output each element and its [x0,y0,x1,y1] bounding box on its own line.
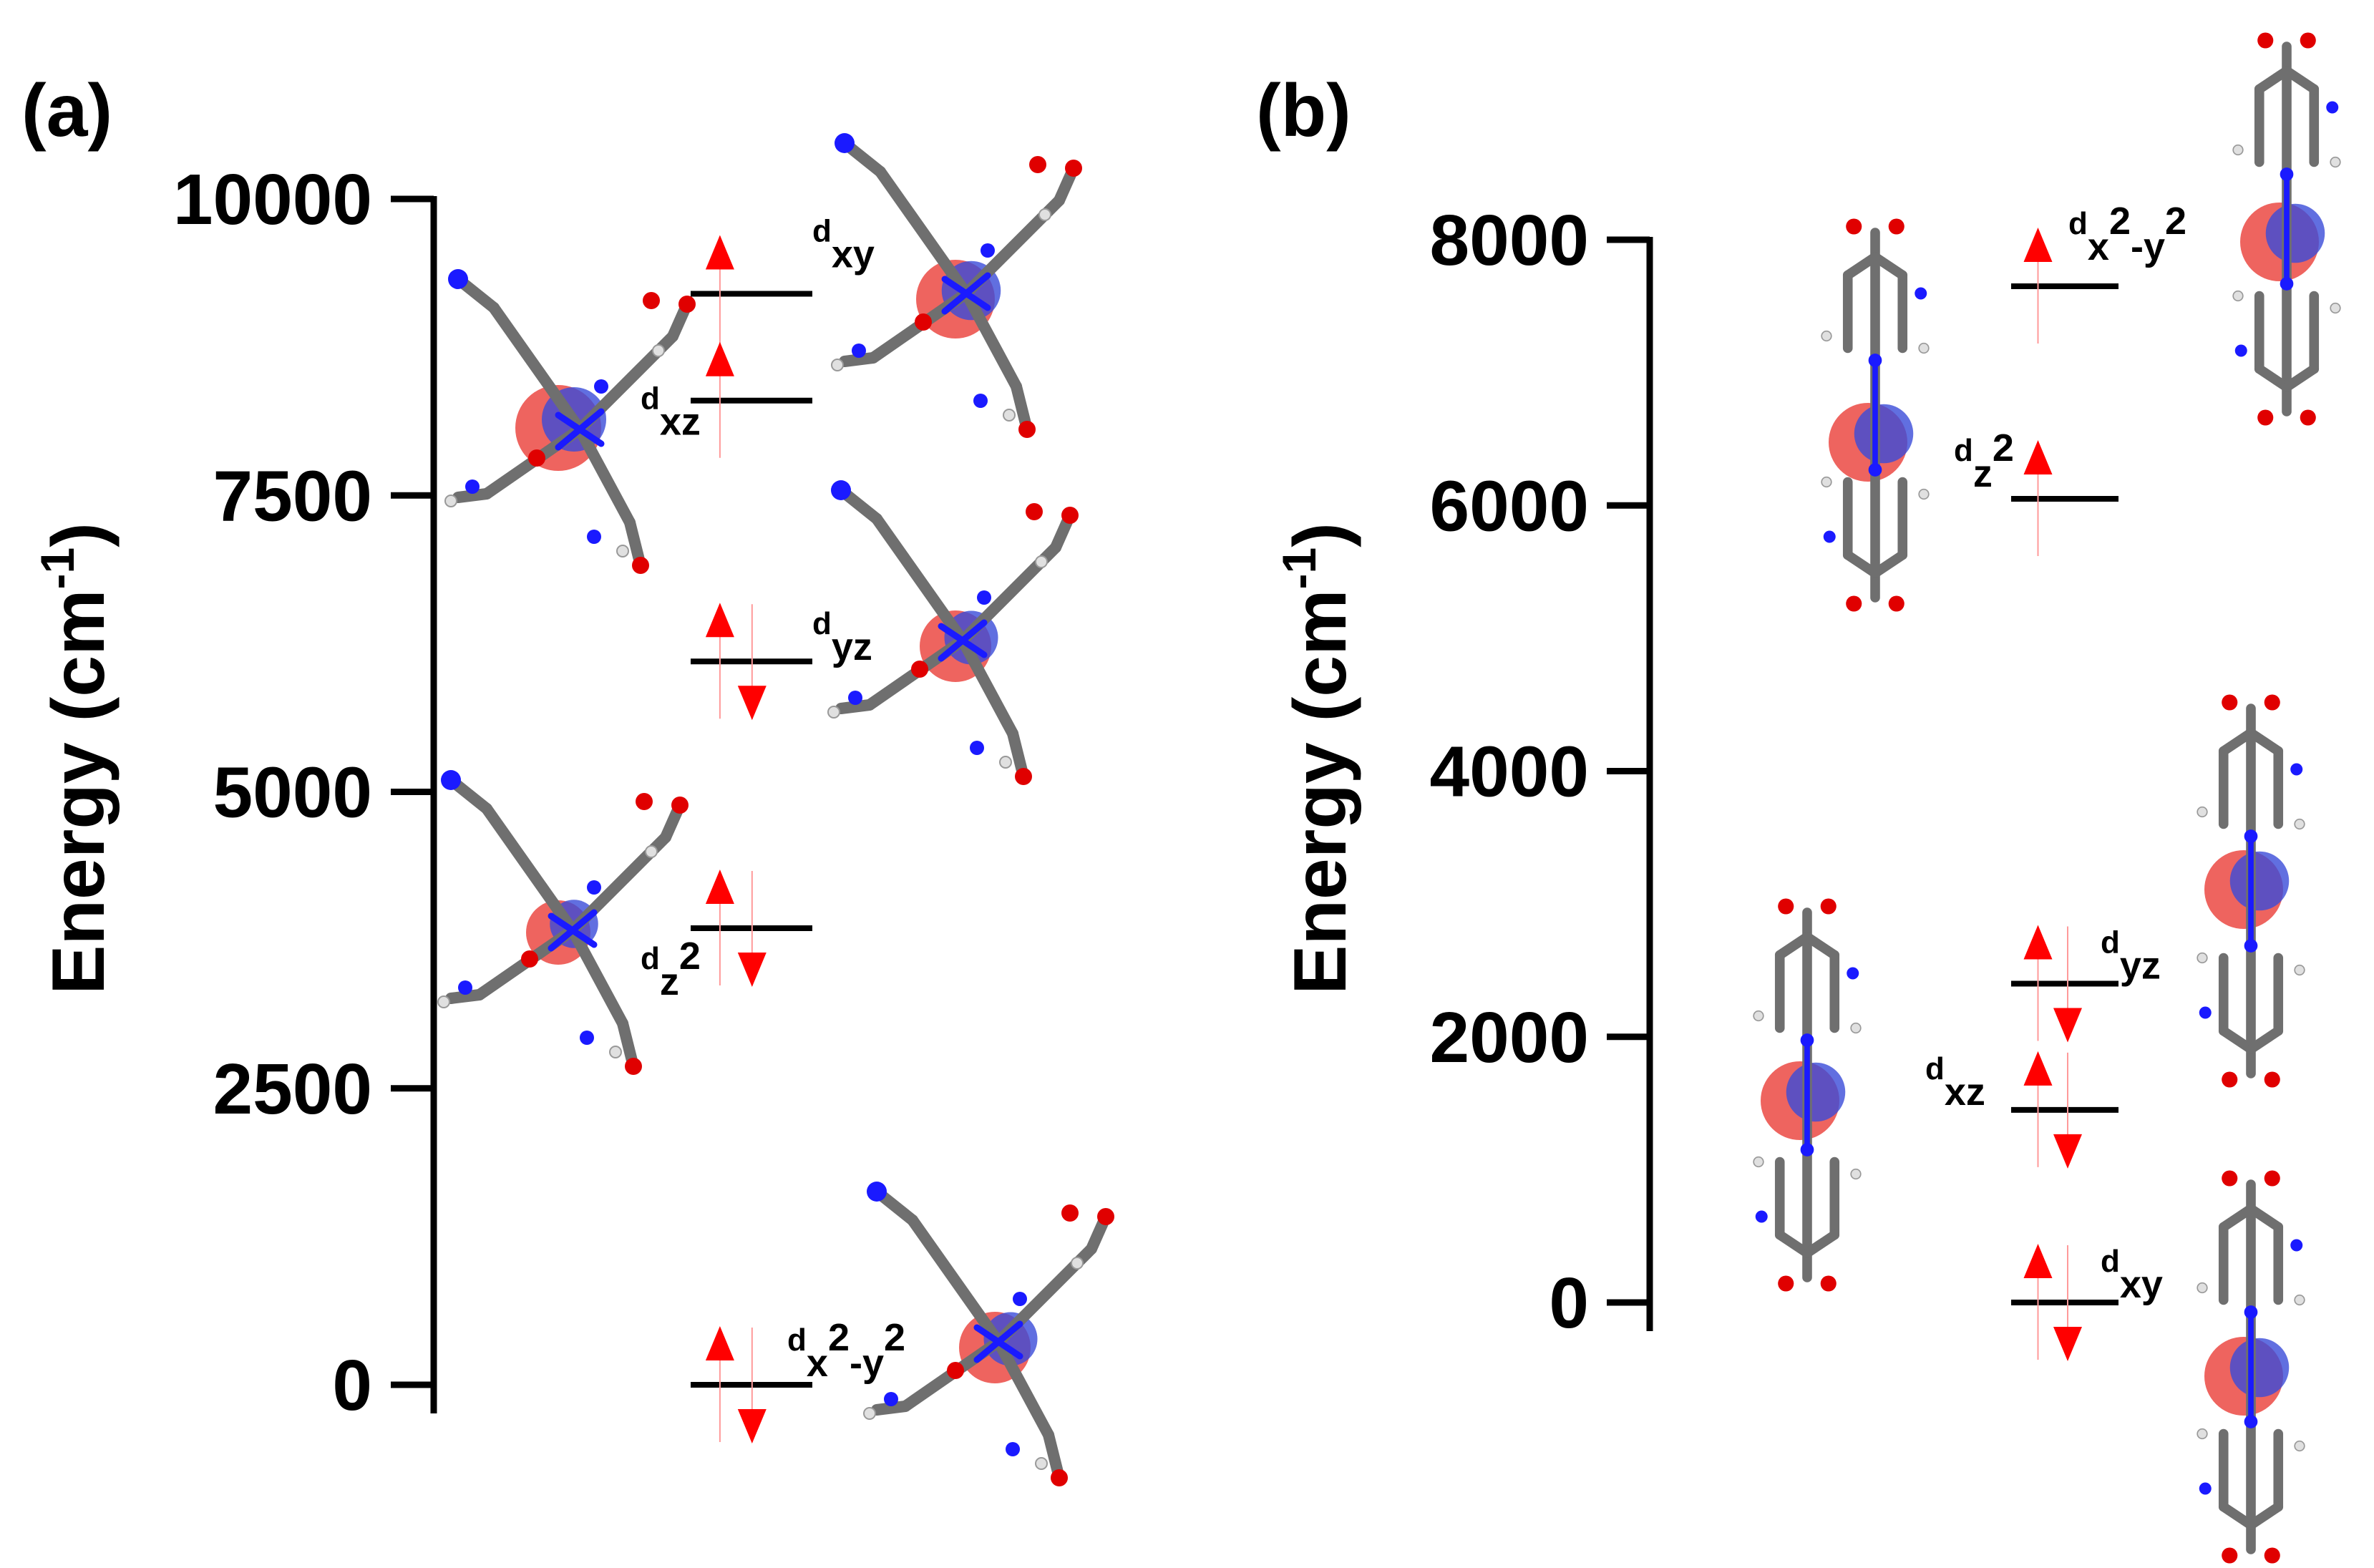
molecular-orbital-isosurface-image [2197,694,2305,1087]
energy-level: dxy [2011,1244,2163,1361]
spin-up-arrow [2023,925,2053,960]
molecular-orbital-isosurface-image [2233,32,2340,425]
y-tick-label: 6000 [1430,466,1589,546]
spin-up-arrow [705,235,734,270]
orbital-label: dyz [2101,925,2161,988]
molecular-orbital-isosurface-image [1753,898,1861,1291]
energy-level: dz2 [641,870,812,1003]
energy-level: dx2-y2 [2011,200,2186,344]
molecular-orbital-isosurface-image [445,269,696,574]
panel-b: (b) Energy (cm-1) 0 2000 4000 6000 8000 dx2-y2 d… [1256,32,2340,1563]
spin-up-arrow [705,1326,734,1360]
y-axis-label: Energy (cm-1) [1273,522,1362,995]
molecular-orbital-isosurface-image [2197,1170,2305,1563]
y-tick-label: 4000 [1430,732,1589,812]
spin-down-arrow [2053,1327,2082,1361]
spin-down-arrow [737,953,767,988]
molecular-orbital-isosurface-image [828,480,1079,785]
y-tick-label: 7500 [213,456,372,536]
spin-up-arrow [705,603,734,638]
spin-up-arrow [2023,1051,2053,1086]
spin-down-arrow [2053,1134,2082,1169]
orbital-label: dxy [2101,1244,2163,1306]
molecular-orbital-isosurface-image [1821,218,1929,611]
panel-label: (b) [1256,69,1351,152]
y-tick-label: 5000 [213,753,372,833]
y-axis-label: Energy (cm-1) [31,522,120,995]
orbital-label: dz2 [1954,427,2014,495]
y-tick-label: 2500 [213,1049,372,1129]
energy-level: dxz [641,341,812,458]
y-tick-label: 0 [1549,1263,1589,1343]
spin-up-arrow [2023,439,2053,474]
orbital-label: dxz [641,381,701,444]
orbital-label: dx2-y2 [2068,200,2186,268]
y-tick-label: 8000 [1430,200,1589,281]
spin-up-arrow [2023,1244,2053,1278]
orbital-label: dz2 [641,935,701,1003]
orbital-label: dxy [812,214,875,276]
energy-level: dxy [691,214,875,351]
energy-level: dyz [2011,925,2161,1043]
y-tick-label: 2000 [1430,998,1589,1078]
spin-up-arrow [2023,227,2053,262]
molecular-orbital-isosurface-image [438,770,689,1075]
spin-down-arrow [737,1409,767,1443]
energy-level: dyz [691,603,872,721]
spin-up-arrow [705,341,734,376]
spin-down-arrow [2053,1008,2082,1043]
panel-a: (a) Energy (cm-1) 0 2500 5000 7500 10000 dxy dxz… [21,69,1114,1486]
y-tick-label: 0 [332,1345,372,1426]
spin-down-arrow [737,686,767,721]
orbital-label: dx2-y2 [787,1316,905,1385]
energy-level: dz2 [1954,427,2118,556]
orbital-label: dyz [812,606,872,668]
molecular-orbital-isosurface-image [832,133,1082,438]
spin-up-arrow [705,870,734,905]
orbital-label: dxz [1925,1051,1985,1114]
energy-level: dx2-y2 [691,1316,905,1443]
molecular-orbital-isosurface-image [864,1182,1114,1486]
energy-level: dxz [1925,1051,2118,1169]
y-tick-label: 10000 [173,160,372,240]
panel-label: (a) [21,69,112,152]
